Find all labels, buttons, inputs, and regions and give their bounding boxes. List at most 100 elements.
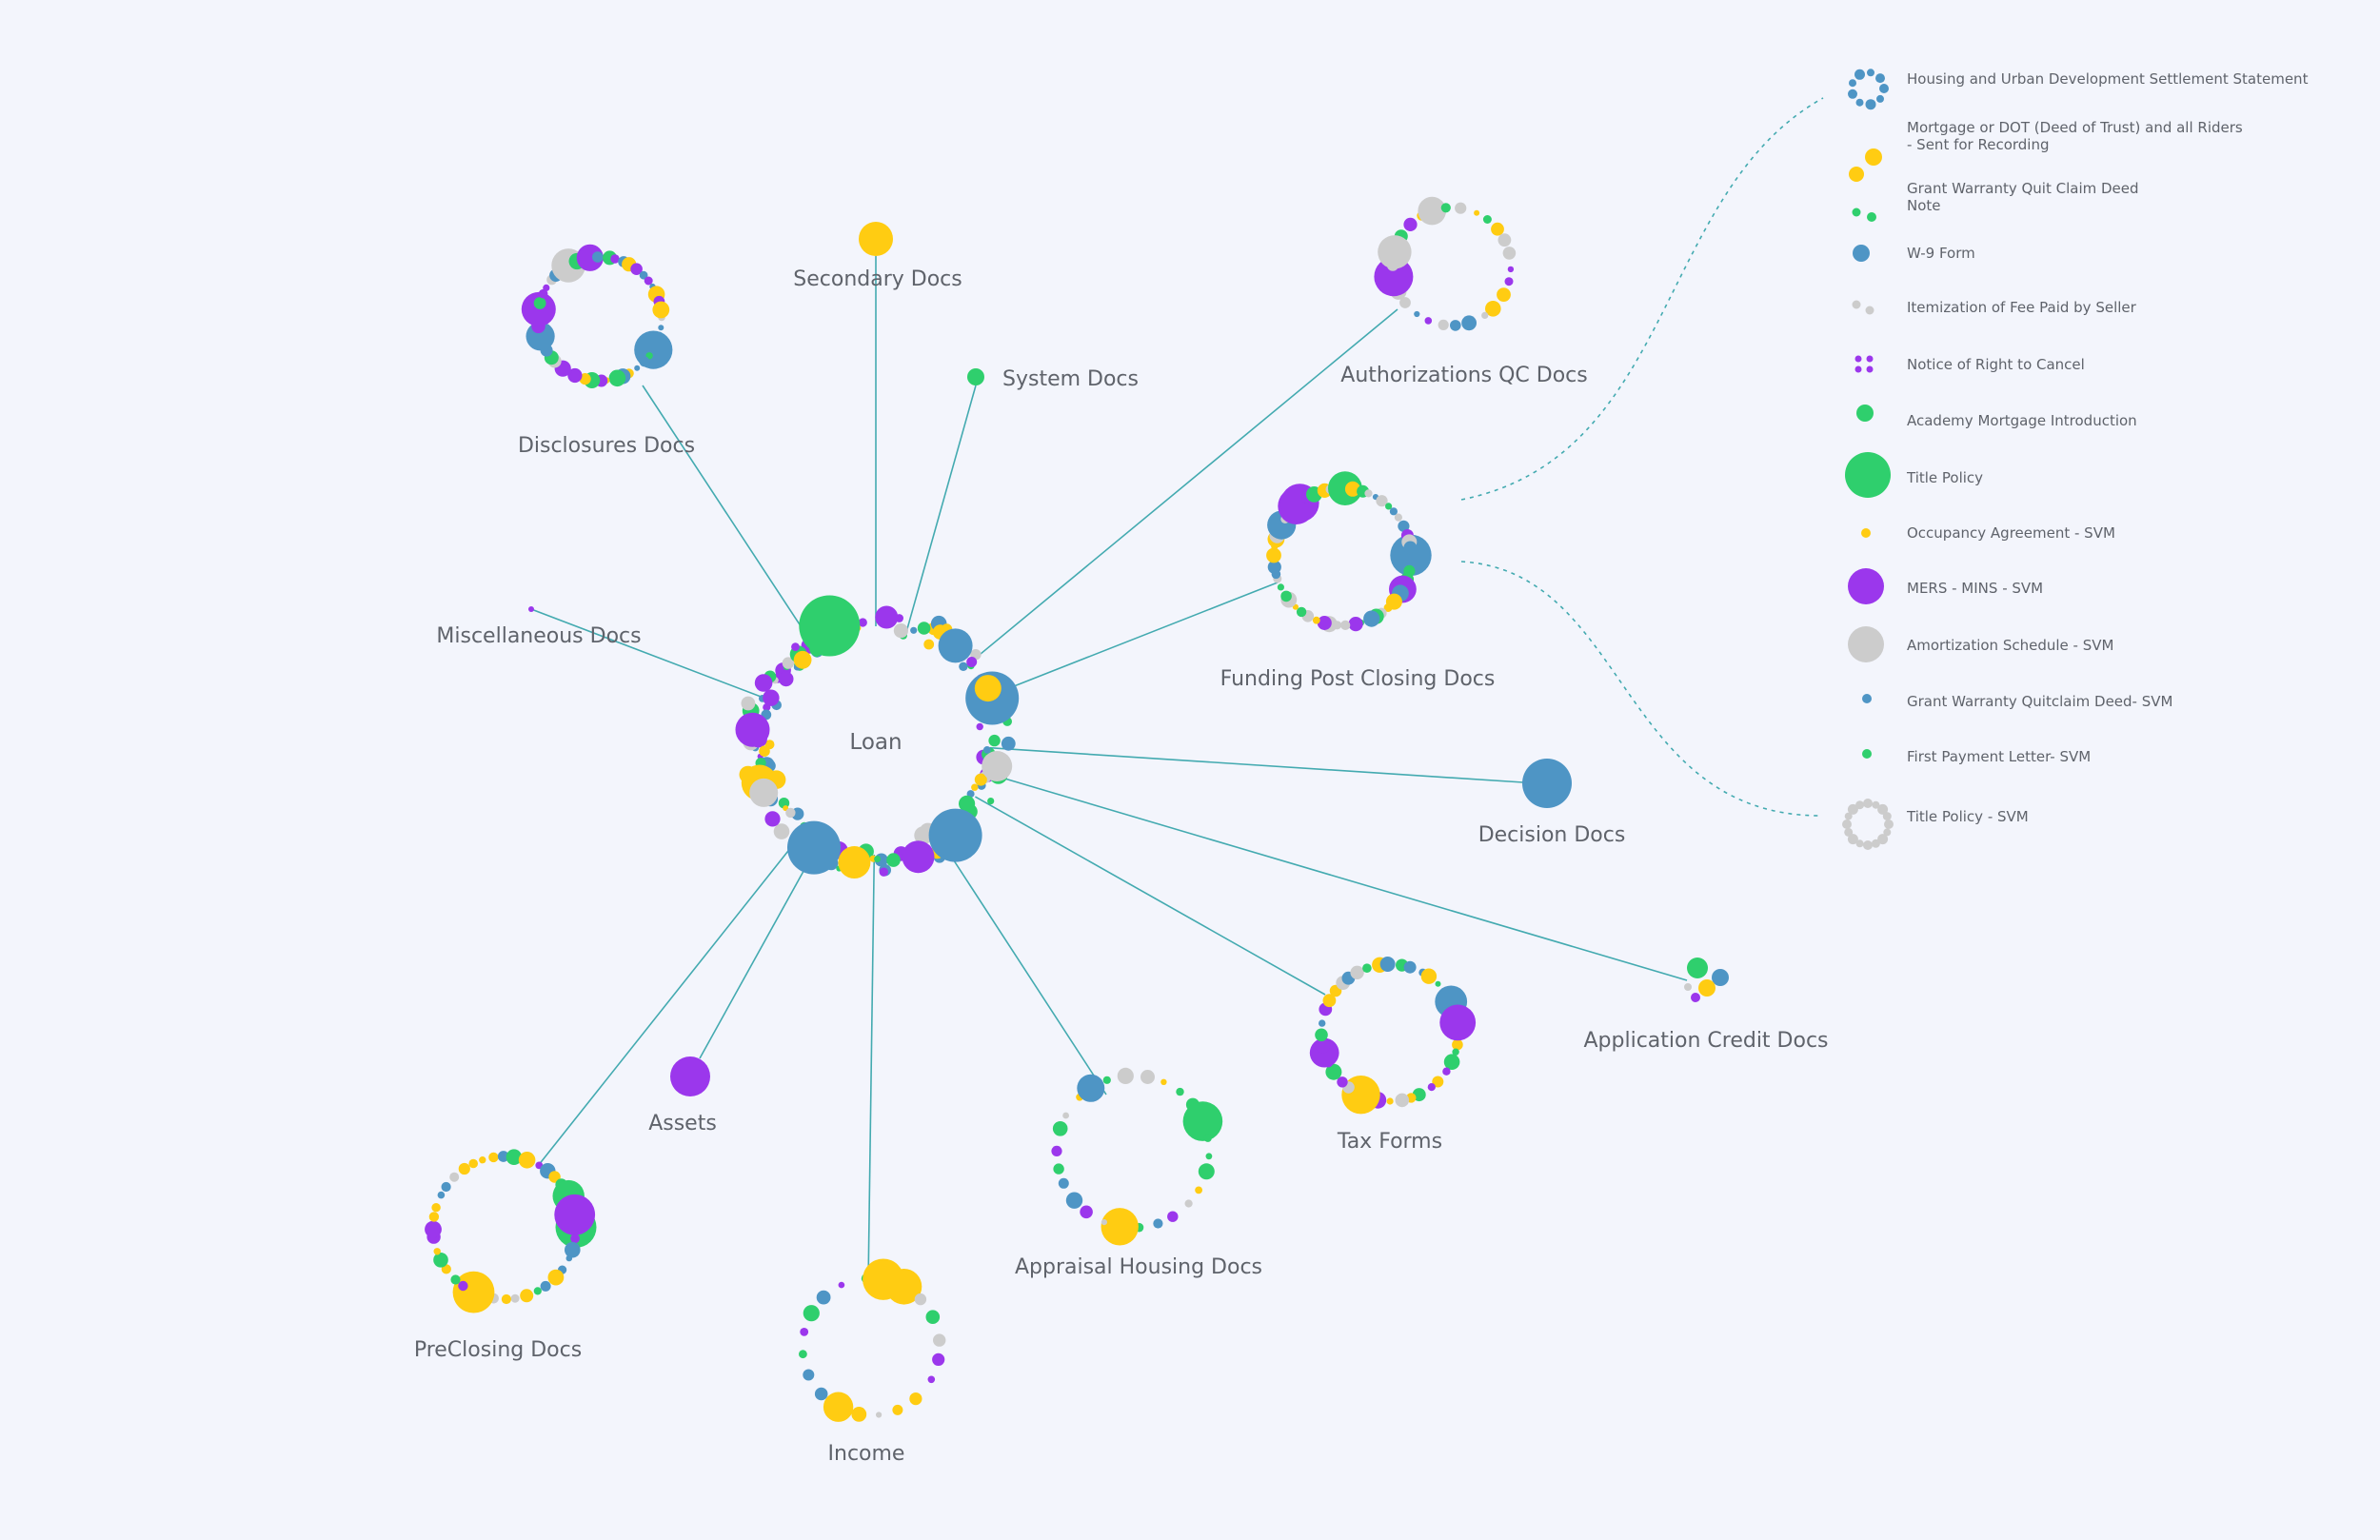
authorizations-doc-dot bbox=[1461, 315, 1477, 331]
green-small-dot-icon bbox=[1862, 749, 1872, 759]
income-doc-dot bbox=[927, 1375, 936, 1384]
preclosing-doc-dot bbox=[437, 1191, 446, 1199]
authorizations-doc-dot bbox=[1455, 202, 1467, 214]
node-label-secondary: Secondary Docs bbox=[793, 267, 962, 291]
disclosures-doc-dot bbox=[639, 356, 650, 367]
loan-doc-dot bbox=[987, 798, 995, 805]
tax-doc-dot bbox=[1386, 1097, 1394, 1105]
legend-icons bbox=[1842, 69, 1894, 850]
authorizations-doc-dot bbox=[1491, 222, 1504, 236]
authorizations-doc-dot bbox=[1507, 266, 1515, 273]
gray-ring-icon-dot bbox=[1855, 839, 1864, 848]
blue-ring-icon-dot bbox=[1875, 73, 1885, 84]
legend-label-title-policy: Title Policy bbox=[1906, 469, 1983, 486]
appraisal-doc-dot bbox=[1205, 1153, 1213, 1160]
appraisal-doc-dot bbox=[1167, 1211, 1179, 1222]
blue-small-dot-icon bbox=[1862, 694, 1872, 703]
income-doc-dot bbox=[892, 1404, 903, 1415]
income-doc-dot bbox=[933, 1333, 946, 1347]
appraisal-doc-dot bbox=[1102, 1076, 1111, 1084]
application-doc-dot bbox=[1698, 979, 1716, 997]
funding-doc-dot bbox=[1280, 590, 1292, 602]
tax-doc-dot bbox=[1325, 1063, 1342, 1080]
tax-doc-dot bbox=[1452, 1038, 1463, 1051]
gray-pair-icon-dot bbox=[1865, 306, 1874, 315]
edge-application bbox=[984, 772, 1688, 981]
income-doc-dot bbox=[932, 1352, 945, 1366]
authorizations-doc-dot bbox=[1424, 317, 1433, 325]
loan-doc-dot bbox=[971, 783, 979, 791]
disclosures-doc-dot bbox=[592, 251, 604, 263]
legend-label-grant-deed: Grant Warranty Quit Claim Deed bbox=[1907, 180, 2139, 197]
gray-ring-icon-dot bbox=[1863, 799, 1873, 808]
loan-doc-dot bbox=[759, 745, 770, 757]
legend-label-mers: MERS - MINS - SVM bbox=[1907, 580, 2043, 597]
edge-disclosures bbox=[642, 385, 814, 646]
loan-doc-dot bbox=[763, 689, 780, 706]
funding-doc-dot bbox=[1383, 603, 1393, 612]
income-doc-dot bbox=[838, 1281, 845, 1289]
legend-label-academy: Academy Mortgage Introduction bbox=[1907, 412, 2137, 429]
gray-ring-icon-dot bbox=[1844, 812, 1853, 820]
assets-node-dot bbox=[670, 1056, 710, 1096]
funding-doc-dot bbox=[1385, 503, 1393, 510]
blue-ring-icon-dot bbox=[1849, 79, 1856, 88]
node-label-tax: Tax Forms bbox=[1337, 1130, 1442, 1154]
application-doc-dot bbox=[1691, 993, 1700, 1002]
funding-doc-dot bbox=[1344, 481, 1360, 497]
legend-label-title-policy-svm: Title Policy - SVM bbox=[1906, 808, 2029, 825]
income-doc-dot bbox=[909, 1392, 922, 1406]
loan-doc-dot-large bbox=[838, 846, 871, 879]
purple-large-dot-icon-dot bbox=[1848, 568, 1884, 604]
legend-label-amortization: Amortization Schedule - SVM bbox=[1907, 637, 2113, 654]
appraisal-doc-dot bbox=[1184, 1199, 1193, 1208]
edge-tax bbox=[975, 796, 1326, 996]
funding-doc-dot bbox=[1398, 520, 1410, 532]
legend-label-first-payment: First Payment Letter- SVM bbox=[1907, 748, 2091, 765]
loan-doc-dot bbox=[785, 807, 796, 819]
edge-decision bbox=[989, 746, 1524, 783]
legend-label-note: Note bbox=[1907, 197, 1941, 214]
loan-doc-dot bbox=[959, 661, 968, 671]
preclosing-doc-dot bbox=[449, 1172, 460, 1182]
loan-doc-dot bbox=[879, 867, 888, 877]
loan-doc-dot bbox=[886, 853, 901, 867]
gray-ring-icon-dot bbox=[1877, 803, 1889, 815]
disclosures-doc-dot bbox=[652, 301, 670, 319]
tax-doc-dot bbox=[1420, 968, 1438, 984]
blue-ring-icon-dot bbox=[1879, 84, 1889, 93]
funding-doc-dot bbox=[1328, 471, 1362, 505]
appraisal-doc-dot bbox=[1198, 1163, 1215, 1180]
loan-doc-dot bbox=[874, 856, 882, 862]
node-label-authorizations: Authorizations QC Docs bbox=[1340, 364, 1587, 387]
labels: Loan Disclosures Docs Secondary Docs Sys… bbox=[414, 267, 1829, 1466]
funding-doc-dot bbox=[1296, 606, 1307, 618]
appraisal-doc-dot bbox=[1058, 1177, 1069, 1189]
appraisal-doc-dot bbox=[1153, 1218, 1163, 1229]
yellow-pair-icon bbox=[1849, 148, 1882, 182]
loan-doc-dot bbox=[778, 671, 794, 687]
tax-doc-dot bbox=[1427, 1083, 1436, 1092]
gray-ring-icon-dot bbox=[1883, 828, 1892, 837]
loan-doc-dot-large bbox=[902, 840, 935, 874]
node-label-income: Income bbox=[828, 1442, 905, 1466]
node-label-assets: Assets bbox=[648, 1112, 717, 1135]
edge-preclosing bbox=[537, 829, 806, 1167]
funding-doc-dot bbox=[1364, 489, 1373, 498]
legend-link-bottom bbox=[1460, 561, 1819, 817]
tax-doc-dot bbox=[1452, 1048, 1459, 1056]
authorizations-doc-dot bbox=[1399, 297, 1411, 308]
legend-label-itemization: Itemization of Fee Paid by Seller bbox=[1907, 299, 2137, 316]
green-small-dot-icon-dot bbox=[1862, 749, 1872, 759]
tax-doc-dot bbox=[1337, 1076, 1348, 1088]
loan-doc-dot-large bbox=[928, 808, 982, 862]
edge-income bbox=[867, 854, 876, 1286]
authorizations-doc-dot bbox=[1403, 217, 1418, 231]
preclosing-doc-dot bbox=[458, 1280, 468, 1292]
green-dot-icon-dot bbox=[1856, 405, 1874, 422]
loan-doc-dot bbox=[917, 622, 931, 635]
preclosing-doc-dot bbox=[520, 1289, 534, 1303]
funding-doc-dot bbox=[1390, 534, 1432, 577]
authorizations-doc-dot bbox=[1450, 320, 1461, 331]
blue-dot-icon bbox=[1853, 245, 1870, 262]
